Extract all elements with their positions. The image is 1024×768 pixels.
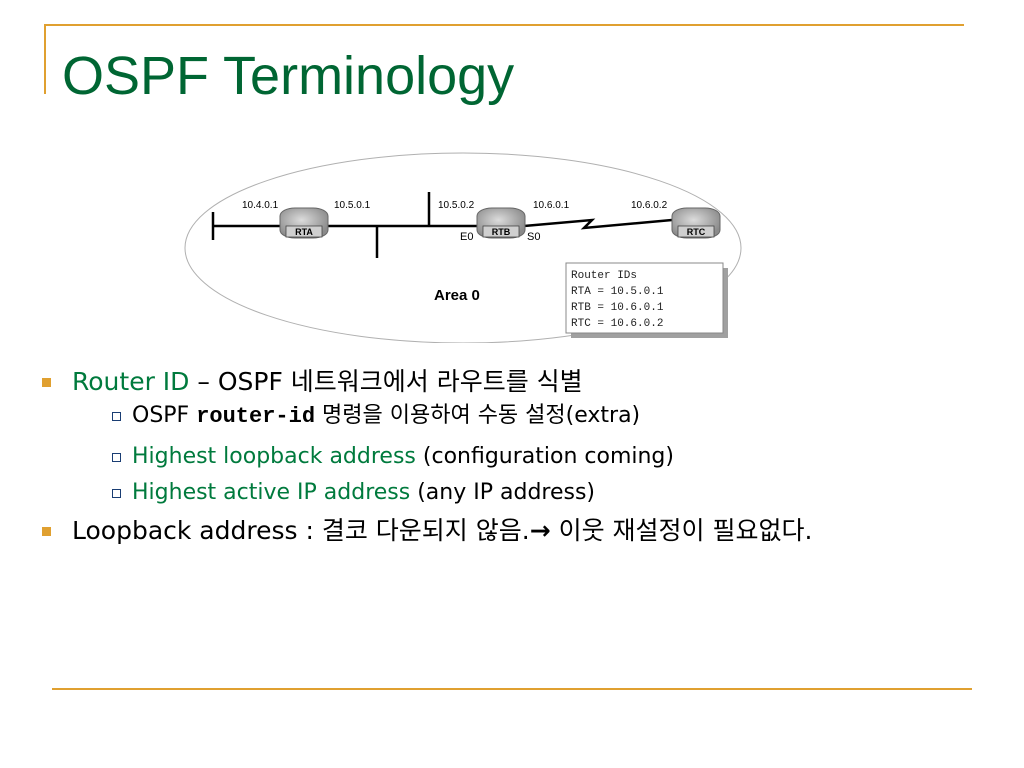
sub-suffix: 명령을 이용하여 수동 설정(extra) [315, 403, 641, 428]
ip-label: 10.6.0.2 [631, 200, 668, 211]
router-label: RTB [492, 227, 511, 237]
sub-term: Highest loopback address [132, 444, 416, 469]
sub-bullet-manual: OSPF router-id 명령을 이용하여 수동 설정(extra) [40, 402, 980, 431]
serial-link [523, 218, 673, 230]
slide-title: OSPF Terminology [62, 46, 515, 106]
sub-term: Highest active IP address [132, 480, 411, 505]
router-ids-box: Router IDs RTA = 10.5.0.1 RTB = 10.6.0.1… [565, 262, 728, 338]
sub-prefix: OSPF [132, 403, 197, 428]
hollow-square-bullet-icon [112, 453, 121, 462]
router-label: RTA [295, 227, 313, 237]
sub-suffix: (any IP address) [410, 480, 596, 505]
router-rta: RTA [279, 207, 329, 239]
router-id-line: RTB = 10.6.0.1 [571, 302, 664, 314]
ip-label: 10.5.0.1 [334, 200, 371, 211]
bullet-rest: 이웃 재설정이 필요없다. [550, 516, 813, 545]
bullet-text: Loopback address : 결코 다운되지 않음. [72, 516, 530, 545]
ip-label: 10.6.0.1 [533, 200, 570, 211]
sub-bullet-active-ip: Highest active IP address (any IP addres… [40, 479, 980, 507]
ip-label: 10.5.0.2 [438, 200, 475, 211]
hollow-square-bullet-icon [112, 489, 121, 498]
bottom-rule [52, 688, 972, 690]
arrow-icon: → [529, 516, 551, 545]
interface-label-e0: E0 [460, 231, 473, 243]
ethernet-segments [211, 192, 482, 258]
square-bullet-icon [42, 527, 51, 536]
bullet-desc: – OSPF 네트워크에서 라우트를 식별 [189, 367, 583, 396]
bullet-loopback-address: Loopback address : 결코 다운되지 않음.→ 이웃 재설정이 … [40, 515, 942, 547]
square-bullet-icon [42, 378, 51, 387]
interface-label-s0: S0 [527, 231, 540, 243]
hollow-square-bullet-icon [112, 412, 121, 421]
sub-suffix: (configuration coming) [415, 444, 674, 469]
router-id-line: RTA = 10.5.0.1 [571, 286, 664, 298]
router-rtc: RTC [671, 207, 721, 239]
sub-bullet-loopback: Highest loopback address (configuration … [40, 443, 980, 471]
ip-label: 10.4.0.1 [242, 200, 279, 211]
router-ids-heading: Router IDs [571, 270, 637, 282]
network-diagram: RTA RTB RTC 10.4.0.1 10.5.0.1 10.5.0.2 1… [184, 152, 742, 343]
area-ellipse [184, 152, 742, 343]
bullet-router-id: Router ID – OSPF 네트워크에서 라우트를 식별 [40, 366, 980, 398]
router-id-line: RTC = 10.6.0.2 [571, 318, 663, 330]
top-rule [44, 24, 964, 26]
router-label: RTC [687, 227, 706, 237]
left-rule [44, 24, 46, 94]
bullet-content: Router ID – OSPF 네트워크에서 라우트를 식별 OSPF rou… [40, 366, 980, 551]
sub-command: router-id [196, 404, 316, 429]
bullet-term: Router ID [72, 367, 190, 396]
area-label: Area 0 [434, 287, 480, 304]
router-rtb: RTB [476, 207, 526, 239]
